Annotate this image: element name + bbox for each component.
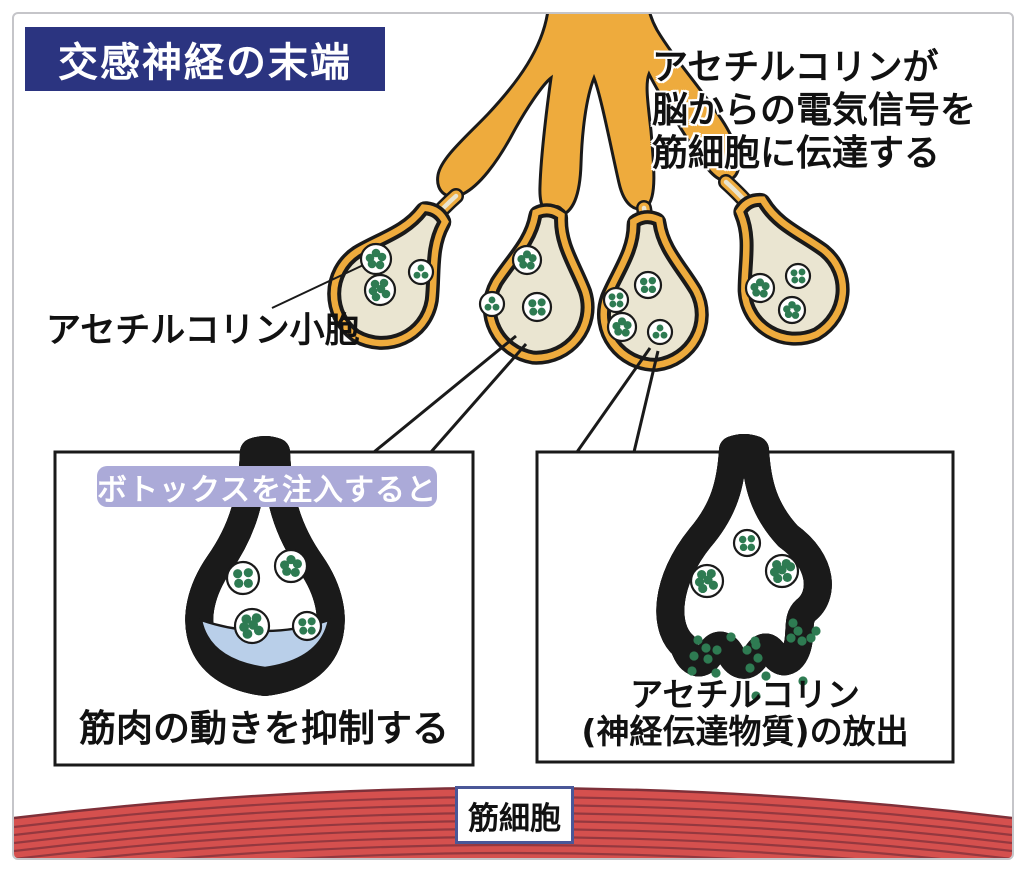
annotation-line-2: 脳からの電気信号を xyxy=(652,90,977,131)
title-banner: 交感神経の末端 xyxy=(25,27,385,91)
left-box-caption: 筋肉の動きを抑制する xyxy=(79,707,449,750)
acetylcholine-vesicles xyxy=(225,242,812,645)
callout-lines xyxy=(271,259,660,454)
botox-badge: ボトックスを注入すると xyxy=(97,466,437,508)
diagram-panel: 交感神経の末端 アセチルコリンが 脳からの電気信号を 筋細胞に伝達する アセチル… xyxy=(12,12,1014,860)
muscle-cell-label: 筋細胞 xyxy=(455,786,574,844)
annotation-line-3: 筋細胞に伝達する xyxy=(652,133,941,174)
vesicle-label: アセチルコリン小胞 xyxy=(46,311,360,351)
nerve-tubes xyxy=(425,174,761,234)
releasing-terminal xyxy=(670,448,817,665)
nerve-diagram-artwork xyxy=(14,14,1012,858)
right-box-caption-line-1: アセチルコリン xyxy=(630,675,860,714)
released-acetylcholine-dots xyxy=(687,618,821,701)
release-detail-box xyxy=(535,450,955,764)
right-box-caption-line-2: (神経伝達物質)の放出 xyxy=(581,712,909,751)
annotation-text: アセチルコリンが 脳からの電気信号を 筋細胞に伝達する xyxy=(652,46,976,175)
annotation-line-1: アセチルコリンが xyxy=(652,47,939,88)
right-box-caption: アセチルコリン (神経伝達物質)の放出 xyxy=(537,676,953,750)
synaptic-terminals xyxy=(327,192,850,372)
